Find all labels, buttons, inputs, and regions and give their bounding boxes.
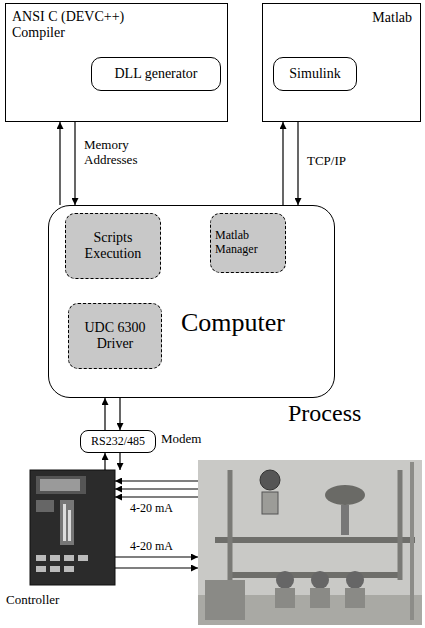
- edge-label: Memory Addresses: [84, 138, 164, 168]
- signal-arrow: [297, 122, 298, 205]
- signal-arrow: [74, 122, 75, 205]
- computer-box: Computer Scripts Execution Matlab ManagerU…: [48, 205, 335, 398]
- matlab-box: MatlabSimulink: [262, 3, 421, 122]
- signal-arrow: [115, 488, 198, 489]
- signal-arrow: [119, 398, 120, 430]
- edge-label: TCP/IP: [307, 154, 377, 169]
- signal-arrow: [282, 122, 283, 205]
- udc-driver-box: UDC 6300 Driver: [68, 303, 162, 369]
- node-text: DLL generator: [114, 66, 197, 82]
- signal-arrow: [119, 453, 120, 470]
- process-photo: [198, 460, 422, 625]
- node-text: RS232/485: [91, 435, 145, 449]
- simulink-box: Simulink: [273, 57, 357, 91]
- signal-arrow: [115, 556, 198, 557]
- node-text: Matlab: [263, 4, 420, 26]
- rs232-box: RS232/485: [80, 430, 156, 453]
- node-text: Simulink: [289, 66, 340, 82]
- signal-arrow: [104, 453, 105, 470]
- signal-arrow: [104, 398, 105, 430]
- dll-generator-box: DLL generator: [91, 57, 221, 91]
- controller-photo: [30, 470, 115, 585]
- signal-arrow: [115, 480, 198, 481]
- compiler-box: ANSI C (DEVC++) CompilerDLL generator: [5, 3, 228, 122]
- matlab-manager-box: Matlab Manager: [210, 213, 286, 273]
- process-node: Process: [198, 398, 422, 625]
- node-text: Matlab Manager: [215, 229, 281, 257]
- node-text: Scripts Execution: [70, 230, 156, 262]
- controller-node: Controller: [30, 470, 115, 610]
- signal-arrow: [115, 567, 198, 568]
- signal-label: 4-20 mA: [130, 502, 173, 516]
- modem-label: Modem: [161, 432, 201, 447]
- signal-arrow: [59, 122, 60, 205]
- node-text: ANSI C (DEVC++) Compiler: [6, 4, 137, 41]
- node-text: UDC 6300 Driver: [73, 320, 157, 352]
- scripts-execution-box: Scripts Execution: [65, 213, 161, 279]
- signal-arrow: [115, 496, 198, 497]
- node-text: Controller: [6, 593, 59, 608]
- node-text: Process: [198, 398, 422, 428]
- node-text: Computer: [181, 308, 331, 338]
- signal-label: 4-20 mA: [130, 540, 173, 554]
